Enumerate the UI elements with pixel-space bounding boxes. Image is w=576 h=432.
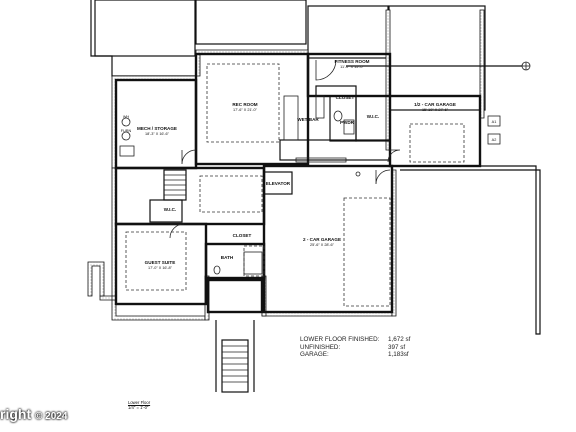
mech-room-walls bbox=[114, 78, 198, 170]
room-labels: FITNESS ROOM 11'-0" X 15'-0" REC ROOM 17… bbox=[121, 59, 497, 270]
powder-label: PWDR bbox=[340, 120, 355, 125]
crawl-area-right bbox=[307, 5, 389, 59]
summary-label: GARAGE: bbox=[300, 351, 329, 359]
foundation-walls bbox=[87, 9, 485, 321]
summary-row-finished: LOWER FLOOR FINISHED: 1,672 sf bbox=[300, 336, 410, 344]
watermark-text: right bbox=[0, 406, 32, 422]
fitness-room-size: 11'-0" X 15'-0" bbox=[340, 65, 364, 69]
guest-suite-name: GUEST SUITE bbox=[145, 260, 176, 265]
grid-and-tags bbox=[346, 61, 541, 335]
drawing-title-name: Lower Floor bbox=[128, 400, 151, 405]
wet-bar-label: WET BAR bbox=[297, 117, 319, 122]
summary-label: LOWER FLOOR FINISHED: bbox=[300, 336, 380, 343]
closet-mid-label: CLOSET bbox=[233, 233, 252, 238]
crawl-area-left bbox=[94, 0, 196, 57]
closet-top-label: CLOSET bbox=[336, 95, 355, 100]
area-summary: LOWER FLOOR FINISHED: 1,672 sf UNFINISHE… bbox=[300, 336, 410, 359]
crawl-outline bbox=[90, 0, 196, 77]
summary-label: UNFINISHED: bbox=[300, 343, 341, 351]
elevator-walls bbox=[263, 171, 293, 195]
garage-one-size: 15'-10" X 27'-6" bbox=[422, 108, 449, 112]
garage-two-size: 25'-6" X 28'-6" bbox=[310, 243, 335, 247]
tag-a1: A1 bbox=[492, 120, 497, 124]
summary-value: 1,183sf bbox=[388, 351, 409, 359]
wic-small-label: W.I.C. bbox=[164, 207, 177, 212]
crawl-area-center bbox=[195, 0, 307, 45]
rec-room-size: 17'-6" X 21'-0" bbox=[233, 108, 258, 112]
tag-a2: A2 bbox=[492, 138, 497, 142]
summary-value: 1,672 sf bbox=[388, 336, 411, 343]
elevator-label: ELEVATOR bbox=[266, 181, 291, 186]
bath-label: BATH bbox=[221, 255, 234, 260]
watermark-copyright: © 2024 bbox=[35, 411, 68, 422]
hall-walls bbox=[279, 139, 391, 161]
summary-row-garage: GARAGE: 1,183sf bbox=[300, 351, 410, 359]
fixtures bbox=[119, 59, 401, 275]
interior-walls bbox=[114, 52, 482, 314]
closet-top-walls bbox=[315, 85, 357, 97]
wic-walls bbox=[355, 95, 391, 142]
garage-two-name: 2 - CAR GARAGE bbox=[303, 237, 341, 242]
entry-walls bbox=[206, 278, 264, 314]
mech-room-name: MECH / STORAGE bbox=[137, 126, 177, 131]
furn-label: FURN bbox=[121, 129, 132, 133]
closet-mid-walls bbox=[205, 223, 265, 245]
summary-value: 397 sf bbox=[388, 343, 406, 351]
drawing-title-scale: 1/4" = 1'-0" bbox=[128, 404, 149, 410]
mech-room-size: 18'-3" X 16'-6" bbox=[145, 132, 170, 136]
garage-one-name: 1/2 - CAR GARAGE bbox=[414, 102, 456, 107]
fitness-room-name: FITNESS ROOM bbox=[335, 59, 370, 64]
rec-room-walls bbox=[194, 52, 310, 166]
stairs bbox=[163, 169, 255, 393]
drawing-title: Lower Floor 1/4" = 1'-0" bbox=[128, 400, 151, 411]
crawl-area-far-right bbox=[388, 5, 486, 111]
rec-room-name: REC ROOM bbox=[232, 102, 257, 107]
wh-label: WH bbox=[123, 115, 130, 119]
wic-label: W.I.C. bbox=[367, 114, 380, 119]
summary-row-unfinished: UNFINISHED: 397 sf bbox=[300, 344, 410, 352]
tag-box-a2 bbox=[487, 133, 501, 145]
tag-box-a1 bbox=[487, 115, 501, 127]
watermark: right © 2024 bbox=[0, 406, 67, 422]
guest-suite-size: 17'-0" X 16'-8" bbox=[148, 266, 173, 270]
